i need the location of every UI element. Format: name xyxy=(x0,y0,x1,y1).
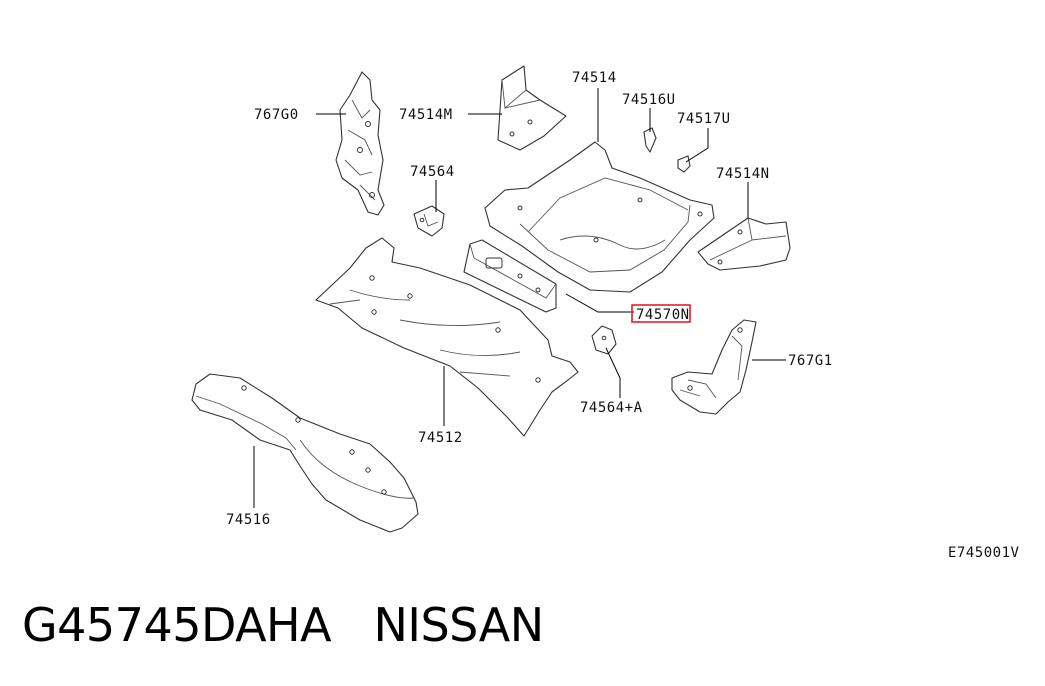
part-74564a-drawing xyxy=(591,325,617,355)
part-74512-drawing xyxy=(315,237,579,437)
part-74570n-drawing xyxy=(463,239,557,313)
label-767g1[interactable]: 767G1 xyxy=(788,353,833,369)
label-74564[interactable]: 74564 xyxy=(410,164,455,180)
part-labels: 767G0 74514M 74514 74516U 74517U 74564 7… xyxy=(226,70,1020,561)
label-74514n[interactable]: 74514N xyxy=(716,166,770,182)
footer-brand: NISSAN xyxy=(373,598,545,652)
figure-code: E745001V xyxy=(948,545,1020,561)
part-74516u-drawing xyxy=(643,127,657,153)
part-74564-drawing xyxy=(413,205,445,237)
part-74514-drawing xyxy=(484,141,715,293)
part-767g0-drawing xyxy=(335,71,385,216)
footer-part-info: G45745DAHA NISSAN xyxy=(22,598,544,652)
leader-lines xyxy=(253,88,786,508)
part-767g1-drawing xyxy=(671,319,757,415)
part-74517u-drawing xyxy=(677,155,691,173)
parts-diagram: 767G0 74514M 74514 74516U 74517U 74564 7… xyxy=(191,65,1020,561)
label-74570n[interactable]: 74570N xyxy=(636,307,690,323)
label-767g0[interactable]: 767G0 xyxy=(254,107,299,123)
label-74564a[interactable]: 74564+A xyxy=(580,400,643,416)
selected-part-highlight xyxy=(631,304,691,323)
label-74514[interactable]: 74514 xyxy=(572,70,617,86)
label-74517u[interactable]: 74517U xyxy=(677,111,731,127)
part-74516-drawing xyxy=(191,373,419,533)
label-74516u[interactable]: 74516U xyxy=(622,92,676,108)
part-74514m-drawing xyxy=(497,65,567,151)
footer-part-number: G45745DAHA xyxy=(22,598,332,652)
label-74512[interactable]: 74512 xyxy=(418,430,463,446)
label-74516[interactable]: 74516 xyxy=(226,512,271,528)
part-74514n-drawing xyxy=(697,217,791,271)
label-74514m[interactable]: 74514M xyxy=(399,107,453,123)
